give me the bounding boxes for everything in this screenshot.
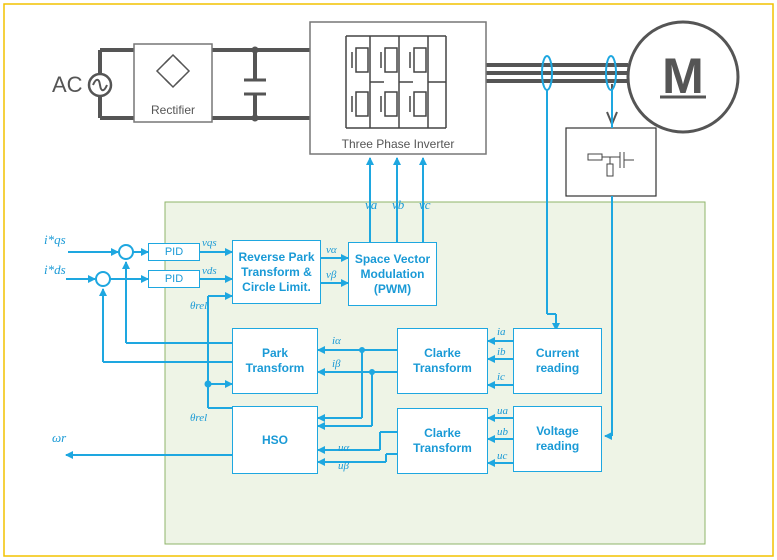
signal-wiring	[65, 55, 617, 467]
hso-block: HSO	[232, 406, 318, 474]
voltage-divider-icon	[587, 152, 634, 177]
u-beta-label: uβ	[338, 460, 349, 472]
pid-q-block: PID	[148, 243, 200, 261]
reverse-park-block: Reverse Park Transform & Circle Limit.	[232, 240, 321, 304]
uc-label: uc	[497, 450, 508, 462]
igbt-bridge-icon	[345, 35, 447, 129]
summer-q	[118, 244, 134, 260]
ic-label: ic	[497, 371, 505, 383]
i-alpha-label: iα	[332, 335, 341, 347]
u-alpha-label: uα	[338, 442, 350, 454]
vds-label: vds	[202, 265, 217, 277]
theta-rel-bottom-label: θrel	[190, 412, 208, 424]
vb-label: vb	[392, 197, 405, 212]
id-ref-label: i*ds	[44, 262, 66, 277]
rectifier-box	[133, 43, 213, 123]
ua-label: ua	[497, 405, 508, 417]
iq-ref-label: i*qs	[44, 232, 66, 247]
vqs-label: vqs	[202, 237, 217, 249]
voltage-sensor-box	[565, 127, 657, 197]
rectifier-label: Rectifier	[150, 103, 195, 117]
voltage-reading-block: Voltage reading	[513, 406, 602, 472]
summer-d	[95, 271, 111, 287]
va-label: va	[365, 197, 378, 212]
park-transform-block: Park Transform	[232, 328, 318, 394]
current-reading-block: Current reading	[513, 328, 602, 394]
v-alpha-label: vα	[326, 244, 337, 256]
ac-label: AC	[52, 72, 83, 97]
inverter-label: Three Phase Inverter	[341, 137, 455, 151]
svm-block: Space Vector Modulation (PWM)	[348, 242, 437, 306]
inverter-box	[309, 21, 487, 155]
omega-label: ωr	[52, 430, 67, 445]
i-beta-label: iβ	[332, 358, 341, 370]
vc-label: vc	[419, 197, 431, 212]
motor-icon	[626, 20, 740, 134]
v-beta-label: vβ	[326, 269, 337, 281]
diode-bridge-icon	[155, 53, 191, 89]
motor-label: M	[662, 48, 704, 104]
theta-rel-top-label: θrel	[190, 300, 208, 312]
ub-label: ub	[497, 426, 508, 438]
clarke-voltage-block: Clarke Transform	[397, 408, 488, 474]
ia-label: ia	[497, 326, 506, 338]
clarke-current-block: Clarke Transform	[397, 328, 488, 394]
pid-d-block: PID	[148, 270, 200, 288]
ib-label: ib	[497, 346, 506, 358]
